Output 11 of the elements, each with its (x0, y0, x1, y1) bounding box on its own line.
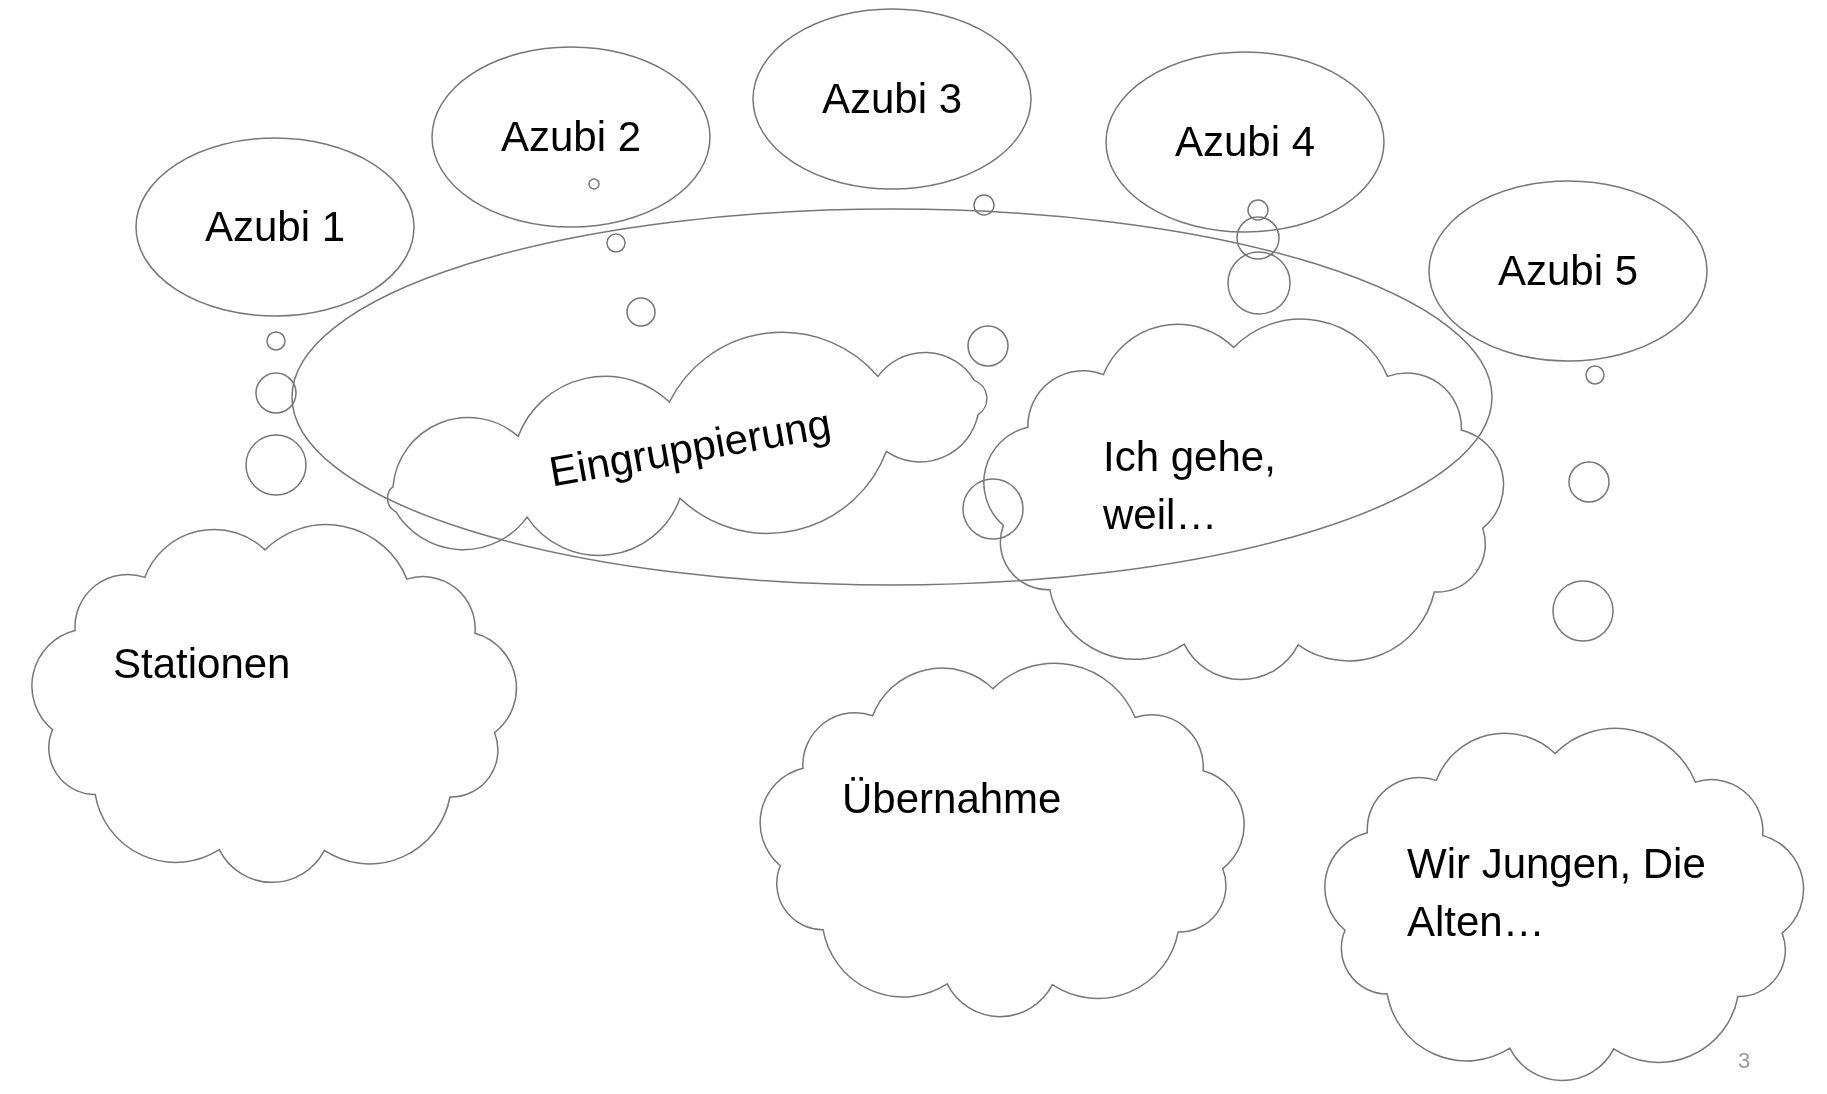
bubble-text: Azubi 1 (204, 202, 346, 252)
cloud-text: Ich gehe, weil… (1103, 432, 1277, 540)
cloud-text: Wir Jungen, Die Alten… (1407, 839, 1707, 947)
bubble-text: Azubi 4 (1174, 117, 1316, 167)
cloud-text: Eingruppierung (544, 398, 836, 497)
cloud-text: Übernahme (842, 774, 1062, 824)
cloud-text: Stationen (113, 639, 291, 689)
bubble-text: Azubi 3 (821, 74, 963, 124)
bubble-text: Azubi 5 (1497, 246, 1639, 296)
page-number: 3 (1738, 1048, 1751, 1074)
bubble-text: Azubi 2 (500, 112, 642, 162)
